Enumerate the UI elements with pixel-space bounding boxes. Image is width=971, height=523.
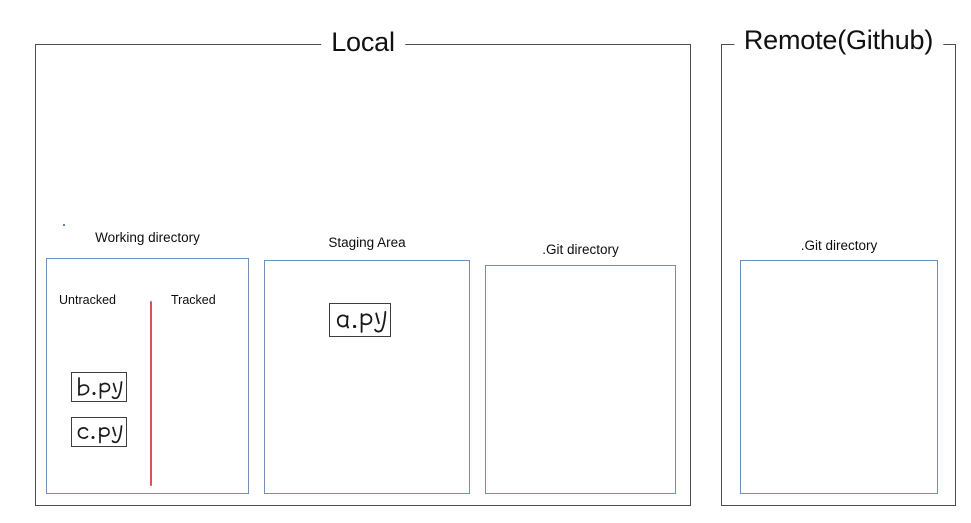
file-chip-c-py[interactable] (71, 417, 127, 447)
stray-dot-artifact (63, 224, 65, 226)
untracked-column-label: Untracked (59, 293, 116, 307)
handwritten-b-py-glyph (78, 377, 123, 399)
git-directory-local-caption: .Git directory (542, 242, 619, 257)
file-chip-b-py[interactable] (71, 372, 127, 402)
local-group-title: Local (321, 25, 405, 59)
git-directory-local-panel[interactable] (485, 265, 676, 494)
local-group-frame: Local (35, 25, 691, 506)
handwritten-c-py-glyph (77, 425, 123, 444)
remote-group-frame: Remote(Github) (721, 23, 956, 506)
staging-area-caption: Staging Area (328, 235, 406, 250)
handwritten-a-py-glyph (336, 310, 387, 333)
staging-area-panel[interactable] (264, 260, 470, 494)
git-directory-remote-caption: .Git directory (800, 238, 878, 253)
tracked-column-label: Tracked (171, 293, 216, 307)
working-directory-caption: Working directory (95, 230, 200, 245)
working-directory-panel[interactable]: Untracked Tracked (46, 258, 249, 494)
git-directory-remote-panel[interactable] (740, 260, 938, 494)
file-chip-a-py[interactable] (329, 303, 391, 337)
tracked-untracked-divider (150, 301, 153, 486)
remote-group-title: Remote(Github) (733, 23, 944, 57)
